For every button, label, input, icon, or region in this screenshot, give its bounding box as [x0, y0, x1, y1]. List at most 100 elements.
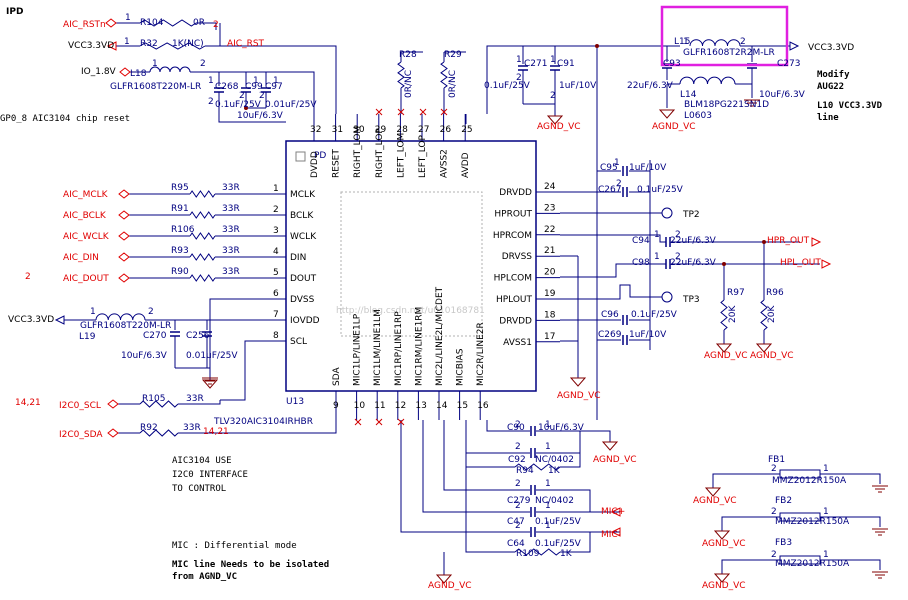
c92-label: C92 — [508, 455, 526, 465]
net-i2c-scl: I2C0_SCL — [59, 401, 101, 411]
left-pin-num-3: 3 — [273, 226, 279, 236]
net-aic_mclk-port — [118, 189, 130, 199]
r109-value: 1K — [560, 549, 573, 559]
c47-label: C47 — [507, 517, 525, 527]
left-pin-num-2: 2 — [273, 205, 279, 215]
c269-value: 1uF/10V — [629, 330, 667, 340]
res-value-r106: 33R — [222, 225, 240, 235]
left-pin-name-dvss: DVSS — [290, 295, 315, 305]
wire — [536, 489, 591, 512]
bottom-pin-num-14: 14 — [436, 401, 448, 411]
top-pin-num-27: 27 — [418, 125, 429, 135]
c64-pin2: 2 — [515, 521, 521, 531]
bottom-pin-name-1: MIC1LP/LINE1LP — [353, 313, 363, 386]
chip-thermal-pad — [340, 191, 483, 337]
fb3-part: MMZ2012R150A — [775, 559, 850, 569]
r105-label: R105 — [142, 394, 165, 404]
l19-inductor — [95, 313, 146, 321]
wire — [209, 298, 258, 380]
r29-resistor — [440, 61, 448, 89]
c98-pin2: 2 — [675, 252, 681, 262]
r96-value: 20K — [767, 305, 777, 323]
c94-pin1: 1 — [654, 230, 660, 240]
bottom-pin-num-10: 10 — [354, 401, 366, 411]
right-pin-name-hprout: HPROUT — [494, 209, 532, 219]
right-pin-num-24: 24 — [544, 182, 556, 192]
bottom-pin-num-9: 9 — [333, 401, 339, 411]
r29-value: 0R/NC — [448, 70, 458, 98]
c271-label: C271 — [524, 59, 547, 69]
wire — [536, 431, 581, 454]
junction — [595, 44, 599, 48]
agnd-fb2: AGND_VC — [702, 539, 746, 549]
net-vcc-left: VCC3.3VD — [8, 315, 54, 325]
r32-pin1: 1 — [124, 37, 130, 47]
c98-label: C98 — [632, 258, 650, 268]
top-pin-name-right_lom: RIGHT_LOM — [353, 126, 363, 178]
wire — [560, 453, 581, 468]
l18-pin1: 1 — [152, 59, 158, 69]
fb3-bead — [779, 555, 821, 565]
l18-pin2: 2 — [200, 59, 206, 69]
fb3-agnd-sym — [713, 573, 731, 583]
nc-top-2-b — [419, 108, 427, 116]
agnd-top-2: AGND_VC — [652, 122, 696, 132]
r104-value: 0R — [193, 18, 205, 28]
c97-value: 0.01uF/25V — [265, 100, 317, 110]
fb1-part: MMZ2012R150A — [772, 476, 847, 486]
net-vcc-top: VCC3.3VD — [68, 41, 114, 51]
r94-resistor — [514, 463, 561, 471]
top-pin-name-left_lom: LEFT_LOM — [396, 133, 406, 178]
l14-package: L0603 — [684, 111, 712, 121]
bottom-pin-name-7: MIC2R/LINE2R — [476, 322, 486, 386]
l15-label: L15 — [674, 37, 690, 47]
wire — [560, 284, 662, 300]
vcc-left-arrow — [54, 315, 65, 325]
chip-watermark: http://blog.csdn.net/u010168781 — [336, 306, 485, 316]
c273-value: 10uF/6.3V — [759, 90, 806, 100]
note-mic-iso-1: MIC line Needs to be isolated — [172, 559, 329, 570]
c269-label: C269 — [598, 330, 622, 340]
left-pin-num-5: 5 — [273, 268, 279, 278]
r104-resistor — [139, 19, 197, 27]
note-i2c-2: I2C0 INTERFACE — [172, 470, 248, 480]
left-pin-name-din: DIN — [290, 253, 306, 263]
top-pin-name-avdd: AVDD — [461, 152, 471, 178]
net-i2c-scl-port — [107, 399, 119, 409]
c98-pin1: 1 — [654, 252, 660, 262]
c279-pin2: 2 — [515, 479, 521, 489]
top-pin-name-reset: RESET — [332, 149, 342, 178]
c98-value: 22uF/6.3V — [670, 258, 717, 268]
net-aic-rst: AIC_RST — [227, 39, 265, 49]
c47-value: 0.1uF/25V — [535, 517, 582, 527]
r94-value: 1K — [548, 466, 561, 476]
net-io18: IO_1.8V — [81, 67, 117, 77]
c99-pin1: 1 — [253, 76, 259, 86]
right-pin-name-hplout: HPLOUT — [496, 295, 533, 305]
r32-label: R32 — [140, 39, 158, 49]
c92-value: NC/0402 — [535, 455, 574, 465]
hpl-out-port — [821, 259, 832, 269]
dout-page-ref: 2 — [25, 272, 31, 282]
right-pin-num-18: 18 — [544, 310, 556, 320]
corner-label: IPD — [6, 7, 23, 17]
chip-pin1-marker — [295, 151, 306, 162]
i2c-page-ref: 14,21 — [15, 398, 41, 408]
wire — [721, 516, 770, 531]
hpr-out-port — [811, 237, 822, 247]
reset-note: GP0_8 AIC3104 chip reset — [0, 114, 130, 124]
note-mic-iso-2: from AGND_VC — [172, 572, 237, 582]
top-pin-num-26: 26 — [440, 125, 452, 135]
net-mic-minus: MIC- — [601, 530, 621, 540]
left-pin-num-1: 1 — [273, 184, 279, 194]
wire — [820, 473, 881, 484]
l10-note: L10 VCC3.3VD — [817, 101, 883, 111]
nc-bottom-2-b — [397, 418, 405, 426]
c256-label: C256 — [186, 331, 210, 341]
c267-pin2: 2 — [616, 179, 622, 189]
wire — [735, 80, 753, 85]
top-pin-name-left_lop: LEFT_LOP — [418, 135, 428, 178]
top-pin-name-right_lop: RIGHT_LOP — [375, 128, 385, 178]
net-hpr-out: HPR_OUT — [767, 236, 810, 246]
